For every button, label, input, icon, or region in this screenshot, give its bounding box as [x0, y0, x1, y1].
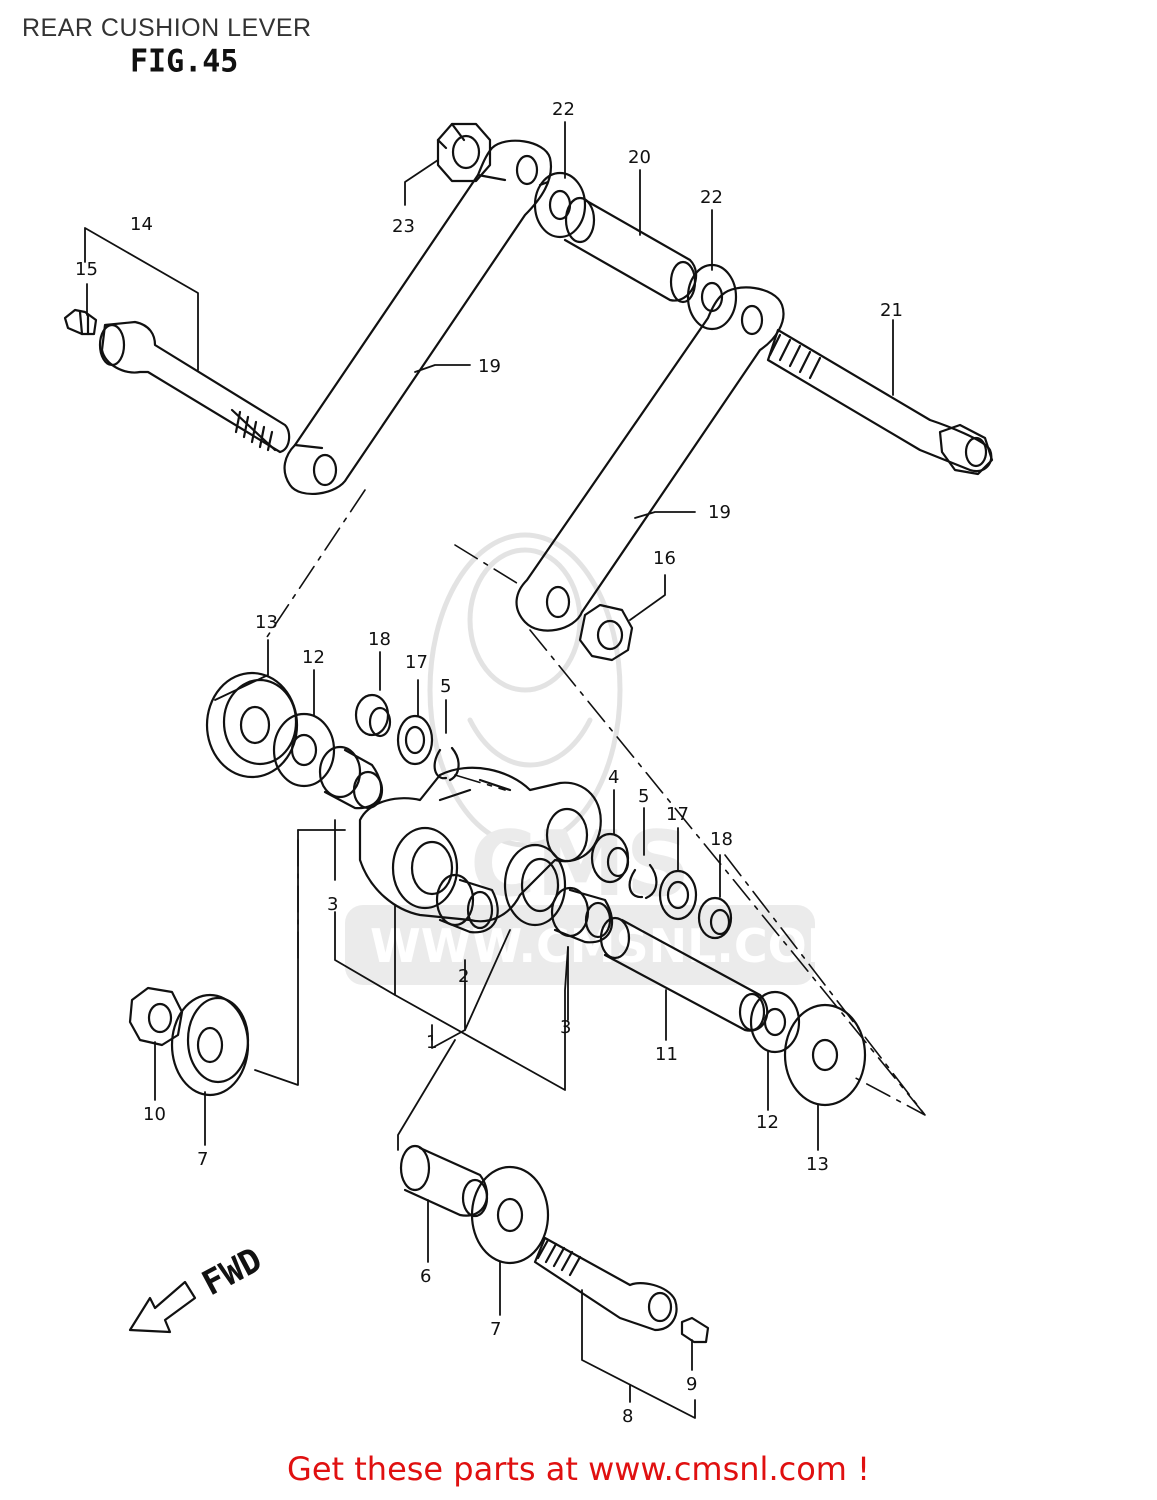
part-2-bearing: [435, 873, 499, 934]
part-9-grease-nipple: [680, 1316, 710, 1344]
part-4-spacer: [590, 832, 630, 884]
part-12-washer-right: [749, 990, 801, 1054]
part-10-nut: [128, 986, 184, 1047]
part-22-washer-top: [533, 171, 587, 239]
figure-number: FIG.45: [130, 43, 239, 80]
part-7-washer-lower: [470, 1165, 550, 1265]
part-5-circlip-upper: [433, 746, 460, 782]
part-6-collar: [399, 1144, 489, 1218]
diagram-title: REAR CUSHION LEVER: [22, 14, 312, 42]
part-17-oil-seal-upper: [396, 714, 434, 766]
leader-lines: [84, 121, 894, 1419]
callout-7-lower: 7: [490, 1319, 501, 1340]
part-12-washer-left: [272, 712, 336, 788]
callout-4: 4: [608, 767, 619, 788]
part-19-lower-rod: [515, 286, 785, 632]
callout-3-left: 3: [327, 894, 338, 915]
callout-19-lower: 19: [708, 502, 731, 523]
callout-19-upper: 19: [478, 356, 501, 377]
callout-7-left: 7: [197, 1149, 208, 1170]
part-23-nut: [436, 122, 492, 183]
callout-14: 14: [130, 214, 153, 235]
part-16-nut: [578, 603, 634, 662]
callout-13-left: 13: [255, 612, 278, 633]
part-15-grease-nipple: [63, 308, 98, 336]
part-13-dust-seal-right: [783, 1003, 867, 1107]
callout-1: 1: [426, 1032, 437, 1053]
forward-arrow: [128, 1280, 197, 1334]
callout-9: 9: [686, 1374, 697, 1395]
watermark: CMS WWW.CMSNL.COM: [345, 532, 853, 985]
callout-18-lower: 18: [710, 829, 733, 850]
callout-15: 15: [75, 259, 98, 280]
callout-22-top: 22: [552, 99, 575, 120]
callout-11: 11: [655, 1044, 678, 1065]
callout-2: 2: [458, 966, 469, 987]
footer-parts-link[interactable]: Get these parts at www.cmsnl.com !: [287, 1450, 870, 1488]
part-18-spacer-upper: [354, 693, 392, 738]
callout-17-lower: 17: [666, 804, 689, 825]
callout-8: 8: [622, 1406, 633, 1427]
callout-23: 23: [392, 216, 415, 237]
callout-3-right: 3: [560, 1017, 571, 1038]
callout-13-right: 13: [806, 1154, 829, 1175]
callout-12-right: 12: [756, 1112, 779, 1133]
part-7-dust-seal-left: [170, 993, 250, 1097]
part-19-upper-rod: [283, 139, 553, 495]
callouts: 22 20 22 23 14 15 19 21 19 16 13 12 18 1…: [75, 99, 903, 1427]
part-5-circlip-lower: [628, 863, 658, 900]
callout-22-right: 22: [700, 187, 723, 208]
callout-20: 20: [628, 147, 651, 168]
callout-5-upper: 5: [440, 676, 451, 697]
part-21-bolt: [766, 328, 994, 476]
callout-21: 21: [880, 300, 903, 321]
callout-6: 6: [420, 1266, 431, 1287]
part-22-washer-right: [686, 263, 738, 331]
part-13-dust-seal-left: [205, 671, 299, 779]
part-20-collar: [563, 196, 698, 304]
watermark-brand: CMS: [470, 812, 690, 917]
forward-label: FWD: [196, 1240, 269, 1304]
alignment-lines: [264, 489, 926, 1116]
part-14-bolt: [98, 320, 291, 454]
callout-17-upper: 17: [405, 652, 428, 673]
part-8-bolt: [533, 1236, 678, 1332]
part-1-cushion-lever: [358, 766, 602, 927]
part-17-oil-seal-lower: [658, 869, 698, 921]
part-3-bearing-upper: [318, 745, 384, 810]
callout-5-lower: 5: [638, 786, 649, 807]
callout-16: 16: [653, 548, 676, 569]
callout-10: 10: [143, 1104, 166, 1125]
part-18-spacer-lower: [697, 896, 733, 940]
callout-18-upper: 18: [368, 629, 391, 650]
callout-12-left: 12: [302, 647, 325, 668]
